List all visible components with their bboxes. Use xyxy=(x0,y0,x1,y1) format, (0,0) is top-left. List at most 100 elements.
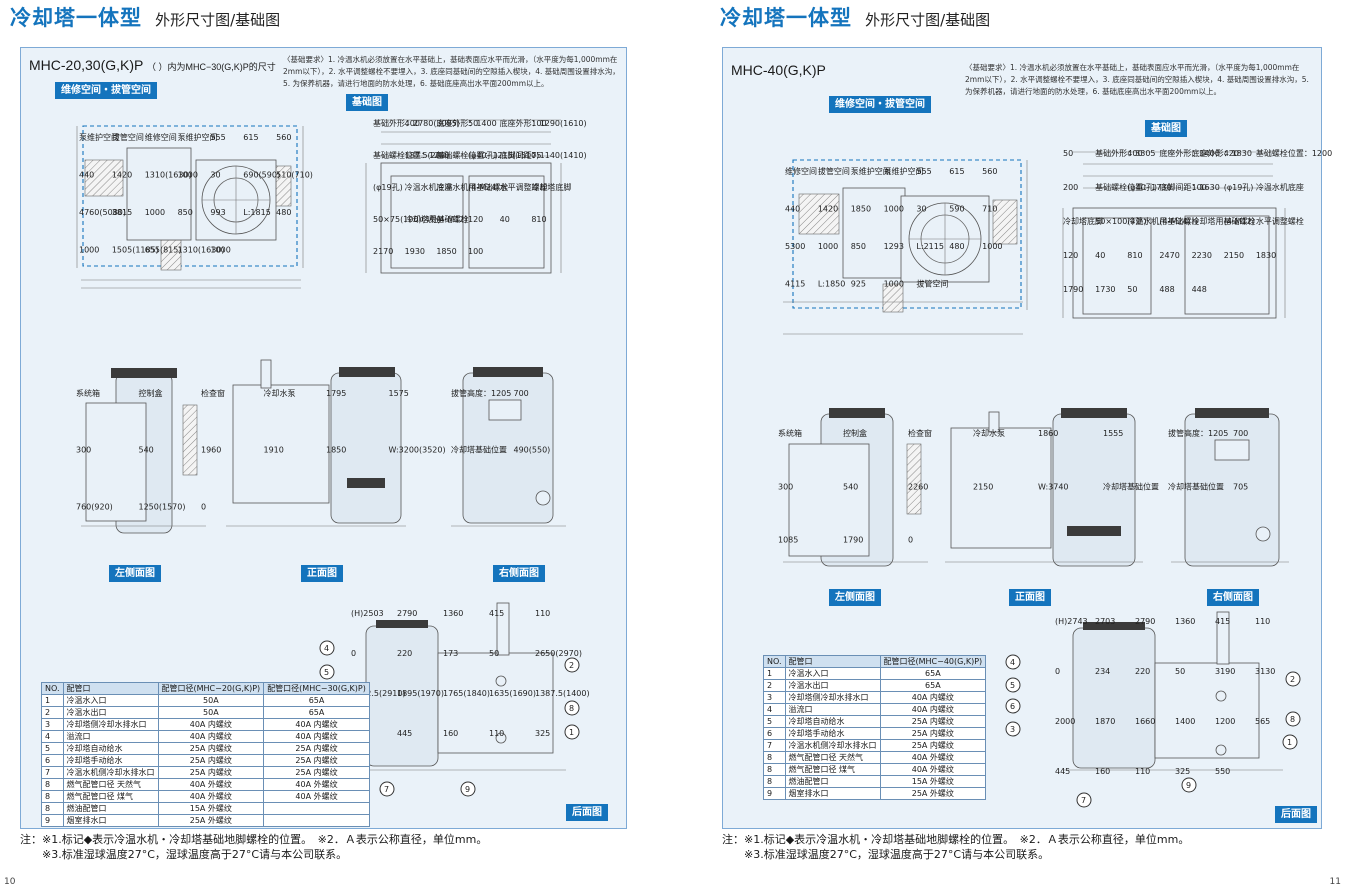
table-cell: 冷却塔手动给水 xyxy=(62,754,159,767)
dimension-label: 冷却塔基础位置 xyxy=(1103,481,1159,491)
table-cell: 40A 内螺纹 xyxy=(263,730,370,743)
dimension-label: 冷却塔用基础螺栓 xyxy=(1192,216,1256,226)
dimension-label: 488 xyxy=(1159,285,1174,294)
dimension-label: 560 xyxy=(276,133,291,142)
dimension-label: 510(710) xyxy=(276,171,313,180)
dimension-label: 4760(5080) xyxy=(79,208,126,217)
footnote-1-left: 注：※1.标记◆表示冷温水机・冷却塔基础地脚螺栓的位置。 ※2．Ａ表示公称直径，… xyxy=(20,833,488,846)
table-cell: 燃气配管口径 天然气 xyxy=(784,751,881,764)
table-cell: 燃气配管口径 煤气 xyxy=(784,763,881,776)
dimension-label: 445 xyxy=(397,729,412,738)
table-cell: 8 xyxy=(763,763,786,776)
table-cell: 冷却塔侧冷却水排水口 xyxy=(784,691,881,704)
plan-view xyxy=(783,159,1028,335)
dimension-label: 检查窗 xyxy=(201,388,225,398)
svg-text:2: 2 xyxy=(569,661,574,670)
dimension-label: 1250(1570) xyxy=(139,502,186,511)
left-view-label: 左侧面图 xyxy=(109,565,161,582)
table-cell: 6 xyxy=(41,754,64,767)
dimension-label: 2650(2970) xyxy=(535,649,582,658)
dimension-label: 1790 xyxy=(1063,285,1083,294)
service-space-label: 维修空间・拔管空间 xyxy=(829,96,931,113)
table-cell: 4 xyxy=(763,703,786,716)
dimension-label: 1795 xyxy=(326,389,346,398)
table-cell: 2 xyxy=(41,706,64,719)
back-view-label: 后面图 xyxy=(566,804,608,821)
table-cell: 9 xyxy=(41,814,64,827)
table-cell: 25A 内螺纹 xyxy=(879,715,987,728)
dimension-label: 冷温水机用基础螺栓 xyxy=(436,182,508,192)
dimension-label: 1000 xyxy=(884,205,904,214)
dimension-label: 冷却塔用基础螺栓 xyxy=(405,214,469,224)
dimension-label: 3130 xyxy=(1255,667,1275,676)
dimension-label: 300 xyxy=(778,482,793,491)
page-title-left: 冷却塔一体型 外形尺寸图/基础图 xyxy=(10,2,280,32)
dimension-label: 200 xyxy=(1063,183,1078,192)
dimension-label: 700 xyxy=(1233,429,1248,438)
dimension-label: 850 xyxy=(178,208,193,217)
dimension-label: (4-M12) xyxy=(1224,217,1255,226)
dimension-label: 维修空间 xyxy=(145,132,177,142)
table-cell: 15A 外螺纹 xyxy=(157,802,265,815)
table-cell: 8 xyxy=(41,778,64,791)
dimension-label: (H)2743 xyxy=(1055,617,1088,626)
table-cell: 9 xyxy=(763,787,786,800)
dimension-label: 冷却水泵 xyxy=(264,388,296,398)
right-side-view xyxy=(451,367,566,527)
table-cell: 25A 内螺纹 xyxy=(263,766,370,779)
dimension-label: 0 xyxy=(1055,667,1060,676)
dimension-label: 冷温水机用基础螺栓 xyxy=(1127,216,1199,226)
table-cell: 25A 内螺纹 xyxy=(879,727,987,740)
svg-text:6: 6 xyxy=(1010,702,1015,711)
table-cell: 7 xyxy=(41,766,64,779)
dimension-label: 冷却塔底脚 xyxy=(1063,216,1103,226)
table-cell: 15A 外螺纹 xyxy=(879,775,987,788)
dimension-label: 2170 xyxy=(373,247,393,256)
table-cell: 冷却塔自动给水 xyxy=(62,742,159,755)
table-cell: 40A 外螺纹 xyxy=(157,778,265,791)
footnote-2-right: ※3.标准湿球温度27°C，湿球温度高于27°C请与本公司联系。 xyxy=(744,848,1050,861)
table-cell: 8 xyxy=(763,751,786,764)
table-cell: 6 xyxy=(763,727,786,740)
table-cell: 25A 内螺纹 xyxy=(157,754,265,767)
dimension-label: 490(550) xyxy=(514,446,551,455)
table-cell: 50A xyxy=(157,694,265,707)
dimension-label: 1765(1840) xyxy=(443,689,490,698)
dimension-label: 3815 xyxy=(112,208,132,217)
dimension-label: 1360 xyxy=(1175,617,1195,626)
dimension-label: 400 xyxy=(405,119,420,128)
dimension-label: 480 xyxy=(949,242,964,251)
dimension-label: 1850 xyxy=(851,205,871,214)
dimension-label: (φ19孔) xyxy=(373,183,403,192)
front-view-label: 正面图 xyxy=(1009,589,1051,606)
dimension-label: 50 xyxy=(489,649,499,658)
dimension-label: 水平调整螺栓 xyxy=(500,182,548,192)
dimension-label: 冷却塔基础位置 xyxy=(451,445,507,455)
svg-text:8: 8 xyxy=(1290,715,1295,724)
dimension-label: 325 xyxy=(1175,767,1190,776)
dimension-label: 448 xyxy=(1192,285,1207,294)
table-cell: 燃油配管口 xyxy=(784,775,881,788)
dimension-label: 325 xyxy=(535,729,550,738)
dimension-label: 1960 xyxy=(201,446,221,455)
dimension-label: 100 xyxy=(468,247,483,256)
svg-text:9: 9 xyxy=(1186,781,1191,790)
table-cell: 冷温水出口 xyxy=(784,679,881,692)
table-cell: 65A xyxy=(263,706,370,719)
left-side-view xyxy=(81,368,206,534)
dimension-label: 40 xyxy=(500,215,510,224)
table-cell: 25A 内螺纹 xyxy=(157,742,265,755)
series-title: 冷却塔一体型 xyxy=(10,6,142,30)
dimension-label: 187.5(200) xyxy=(405,151,449,160)
dimension-label: 基础外形：3305 xyxy=(1095,148,1155,158)
table-cell: 冷温水入口 xyxy=(784,667,881,680)
dimension-label: 基础螺栓位置：1215(1510) xyxy=(436,150,539,160)
dimension-label: 110 xyxy=(489,729,504,738)
